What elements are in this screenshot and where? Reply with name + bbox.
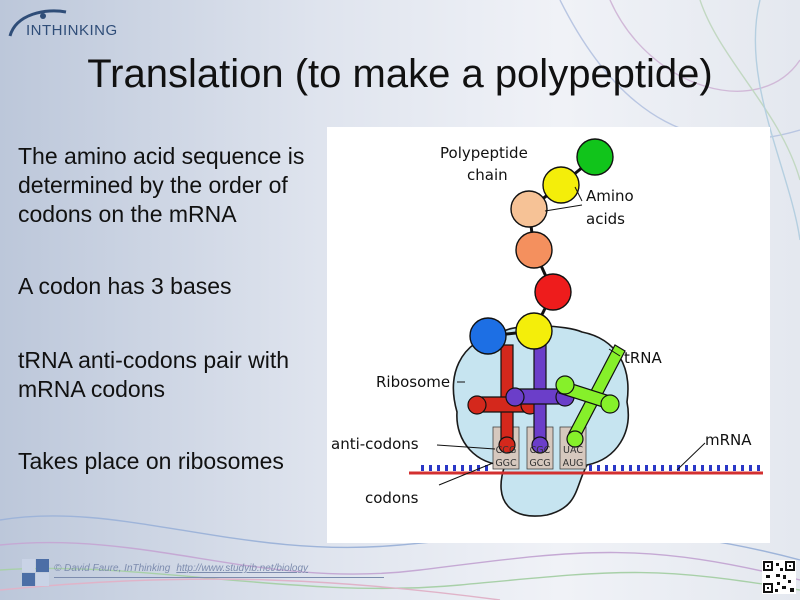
mrna-base-tick [461,465,464,471]
mrna-base-tick [717,465,720,471]
bullet-codon-bases: A codon has 3 bases [18,273,232,299]
mrna-base-tick [445,465,448,471]
bullet-anticodon-pairing: tRNA anti-codons pair with mRNA codons [18,347,290,402]
anticodon-2: CGC [530,445,551,456]
logo-text: INTHINKING [26,22,118,39]
codon-2: GCG [529,458,550,469]
footer-square-1 [22,559,35,572]
amino-acid-yellow-top [542,166,580,204]
label-polypeptide-line1: Polypeptide [440,144,528,162]
mrna-base-tick [749,465,752,471]
footer-author: © David Faure, InThinking [54,563,171,574]
label-codons: codons [365,489,419,507]
codon-1: GGC [495,458,517,469]
mrna-base-tick [709,465,712,471]
mrna-bases [421,465,760,471]
label-mrna: mRNA [705,431,752,449]
mrna-base-tick [629,465,632,471]
label-trna: tRNA [624,349,663,367]
inthinking-logo [8,9,67,37]
mrna-base-tick [637,465,640,471]
mrna-base-tick [733,465,736,471]
mrna-base-tick [645,465,648,471]
slide-title: Translation (to make a polypeptide) [87,52,713,96]
bullet-ribosomes: Takes place on ribosomes [18,448,284,474]
mrna-base-tick [661,465,664,471]
mrna-base-tick [437,465,440,471]
footer-square-3 [22,573,35,586]
label-ribosome: Ribosome [376,373,450,391]
mrna-base-tick [653,465,656,471]
amino-acid-peach [510,190,548,228]
mrna-base-tick [669,465,672,471]
mrna-base-tick [469,465,472,471]
anticodon-3: UAC [563,445,583,456]
label-amino-line2: acids [586,210,625,228]
codon-3: AUG [563,458,584,469]
mrna-base-tick [757,465,760,471]
amino-acid-orange [515,231,553,269]
mrna-base-tick [485,465,488,471]
mrna-base-tick [429,465,432,471]
footer-credit: © David Faure, InThinking http://www.stud… [54,563,308,574]
mrna-base-tick [741,465,744,471]
anticodon-1: CCG [496,445,517,456]
mrna-base-tick [621,465,624,471]
mrna-base-tick [693,465,696,471]
mrna-base-tick [685,465,688,471]
mrna-base-tick [613,465,616,471]
bullet-amino-acid-sequence: The amino acid sequence is determined by… [18,143,305,227]
footer-square-2 [36,559,49,572]
qr-code[interactable] [762,560,796,594]
amino-acid-green [576,138,614,176]
trna-purple [505,344,575,454]
mrna-base-tick [477,465,480,471]
mrna-base-tick [589,465,592,471]
amino-acid-red [534,273,572,311]
label-amino-line1: Amino [586,187,634,205]
trna-green [555,344,626,448]
footer [0,556,800,600]
mrna-base-tick [605,465,608,471]
label-polypeptide-line2: chain [467,166,508,184]
amino-acid-yellow-bottom [515,312,553,350]
footer-url-link[interactable]: http://www.studyib.net/biology [176,563,309,574]
mrna-base-tick [725,465,728,471]
footer-divider [54,577,384,578]
mrna-base-tick [701,465,704,471]
label-anticodons: anti-codons [331,435,419,453]
amino-acid-blue [469,317,507,355]
mrna-base-tick [597,465,600,471]
mrna-base-tick [421,465,424,471]
translation-diagram: CCG CGC UAC GGC GCG AUG Polypeptide chai… [327,127,770,543]
footer-square-4 [36,573,49,586]
mrna-base-tick [453,465,456,471]
